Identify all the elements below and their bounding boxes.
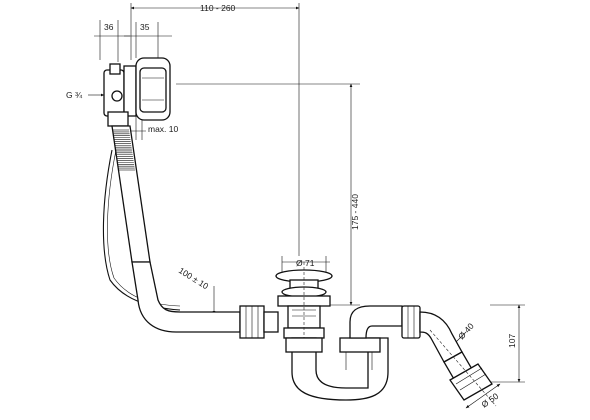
- label-overflow-offset: 110 - 260: [200, 3, 236, 13]
- label-body-width: 36: [104, 22, 114, 32]
- outlet-elbow: [349, 305, 463, 363]
- label-trap-height: 107: [507, 334, 517, 348]
- label-thread: G ¾: [66, 90, 83, 100]
- overflow-assembly: [103, 57, 171, 127]
- label-drain-diameter: Ø 71: [296, 258, 315, 268]
- dimension-overflow-offset: 110 - 260: [130, 3, 300, 256]
- dimension-hose-bend: 100 ± 10: [177, 265, 216, 315]
- label-outlet-lower: Ø 50: [479, 391, 500, 410]
- siphon-trap: [285, 337, 389, 401]
- drain-head: [275, 262, 333, 345]
- dimension-body-width: 36: [94, 20, 130, 62]
- label-hose-bend: 100 ± 10: [177, 265, 211, 291]
- dimension-height-range: 175 - 440: [176, 83, 360, 306]
- dimension-trap-height: 107: [490, 304, 525, 383]
- label-outlet-upper: Ø 40: [456, 321, 476, 342]
- label-max-wall: max. 10: [148, 124, 179, 134]
- dimension-cover-width: 35: [124, 22, 172, 58]
- connecting-pipe: [131, 261, 279, 339]
- label-cover-width: 35: [140, 22, 150, 32]
- dimension-thread: G ¾: [66, 90, 105, 100]
- corrugated-overflow-hose: [111, 125, 151, 263]
- label-height-range: 175 - 440: [350, 194, 360, 230]
- outlet-pipe: [429, 329, 497, 407]
